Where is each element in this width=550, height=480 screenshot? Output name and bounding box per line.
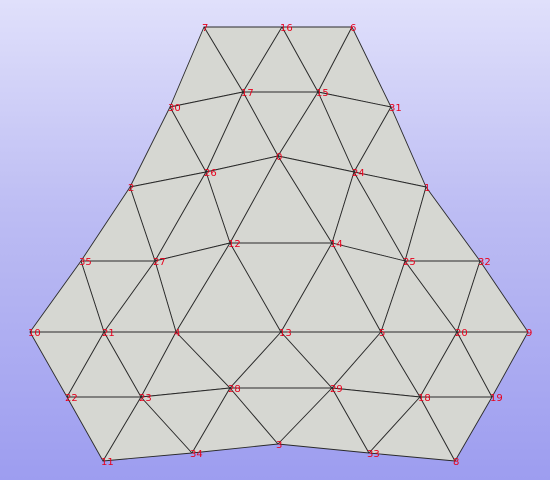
node-label-18: 18	[418, 393, 431, 404]
node-label-15: 15	[316, 88, 329, 99]
node-label-8: 8	[453, 457, 459, 468]
mesh-triangle-20-9-19	[456, 331, 529, 398]
node-label-4: 4	[174, 328, 180, 339]
node-label-27: 27	[153, 257, 166, 268]
node-label-23: 23	[139, 393, 152, 404]
node-label-16: 16	[280, 23, 293, 34]
mesh-triangle-18-19-8	[419, 396, 493, 462]
node-label-30: 30	[168, 103, 181, 114]
node-label-6: 6	[350, 23, 356, 34]
node-label-11: 11	[101, 457, 114, 468]
node-label-31: 31	[389, 103, 402, 114]
node-label-12: 12	[228, 239, 241, 250]
node-label-25: 25	[403, 257, 416, 268]
node-label-35: 35	[79, 257, 92, 268]
node-label-1: 1	[424, 183, 430, 194]
node-label-20: 20	[455, 328, 468, 339]
mesh-triangles	[29, 26, 529, 462]
node-label-3: 3	[276, 440, 282, 451]
node-label-0: 0	[276, 152, 282, 163]
node-label-9: 9	[526, 328, 532, 339]
node-label-10: 10	[28, 328, 41, 339]
node-label-5: 5	[379, 328, 385, 339]
node-label-29: 29	[330, 384, 343, 395]
node-label-24: 24	[352, 168, 365, 179]
node-label-17: 17	[241, 88, 254, 99]
node-label-21: 21	[102, 328, 115, 339]
node-label-34: 34	[190, 449, 203, 460]
node-label-22: 22	[65, 393, 78, 404]
node-label-7: 7	[202, 23, 208, 34]
node-label-2: 2	[128, 183, 134, 194]
node-label-26: 26	[204, 168, 217, 179]
node-label-19: 19	[490, 393, 503, 404]
node-label-13: 13	[279, 328, 292, 339]
node-label-33: 33	[367, 449, 380, 460]
node-label-32: 32	[478, 257, 491, 268]
node-label-14: 14	[330, 239, 343, 250]
node-label-28: 28	[228, 384, 241, 395]
